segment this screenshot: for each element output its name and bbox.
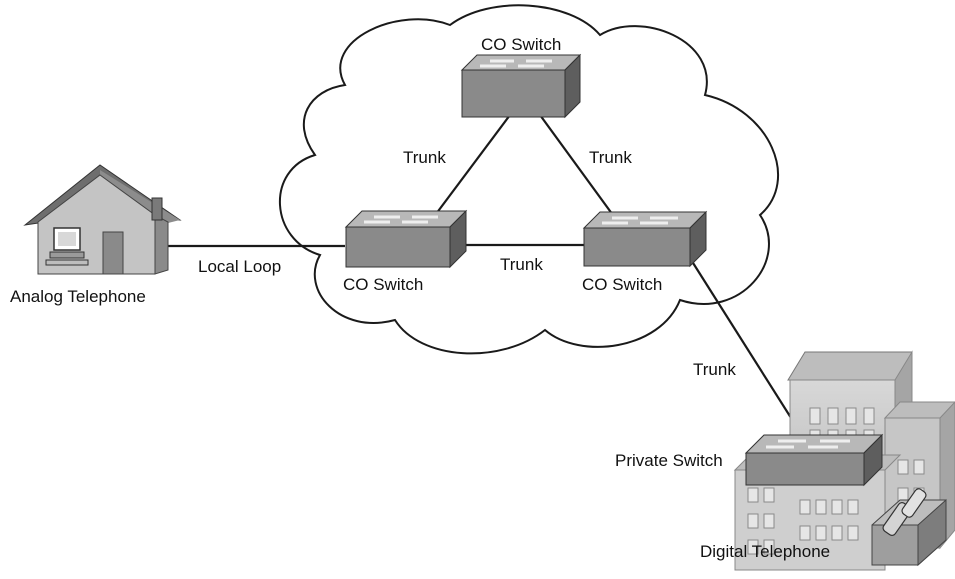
switch-icon <box>744 433 884 487</box>
house-icon <box>23 164 182 275</box>
co-switch-right-label: CO Switch <box>582 275 662 294</box>
co-switch-left-label: CO Switch <box>343 275 423 294</box>
switch-icon <box>344 209 468 269</box>
trunk-bottom-label: Trunk <box>500 255 543 274</box>
telephone-icon <box>871 488 947 567</box>
trunk-private-label: Trunk <box>693 360 736 379</box>
digital-telephone-label: Digital Telephone <box>700 542 830 561</box>
local-loop-label: Local Loop <box>198 257 281 276</box>
link-top-left <box>429 114 511 223</box>
link-private <box>687 254 806 441</box>
trunk-left-label: Trunk <box>403 148 446 167</box>
private-switch-label: Private Switch <box>615 451 723 470</box>
switch-icon <box>582 210 708 268</box>
connections <box>168 114 899 506</box>
link-top-right <box>539 114 619 223</box>
switch-icon <box>460 53 582 119</box>
trunk-right-label: Trunk <box>589 148 632 167</box>
analog-telephone-label: Analog Telephone <box>10 287 146 306</box>
co-switch-top-label: CO Switch <box>481 35 561 54</box>
